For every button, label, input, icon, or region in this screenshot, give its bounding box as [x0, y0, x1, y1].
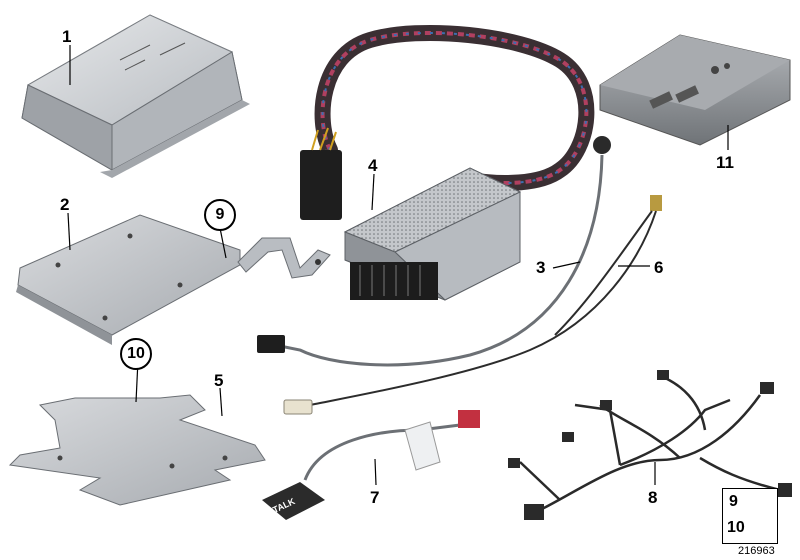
control-panel	[599, 34, 791, 146]
branch-harness	[519, 376, 781, 512]
legend-item-10: 10	[727, 519, 745, 536]
amplifier-module	[343, 167, 522, 301]
talk-button-assembly	[262, 410, 480, 520]
control-unit-box	[21, 14, 250, 178]
callout-11: 11	[716, 153, 734, 172]
callout-6: 6	[654, 258, 664, 277]
wiring-harness-loop	[300, 24, 595, 220]
mounting-plate	[16, 214, 241, 345]
formed-bracket	[8, 394, 266, 506]
leader-lines	[67, 45, 729, 486]
legend-item-9: 9	[729, 493, 738, 510]
microphone-cable	[257, 136, 611, 367]
y-adapter-cable	[283, 195, 662, 415]
diagram-id: 216963	[738, 545, 775, 557]
callout-3: 3	[536, 258, 546, 277]
callout-9-circled: 9	[204, 199, 236, 231]
callout-7: 7	[370, 488, 380, 507]
callout-8: 8	[648, 488, 658, 507]
harness-connector	[300, 150, 342, 220]
hardware-legend: 9 10	[722, 488, 778, 544]
cable-label-tag	[404, 421, 441, 471]
callout-10-circled: 10	[120, 338, 152, 370]
harness-plugs	[508, 370, 792, 520]
callout-4: 4	[368, 156, 378, 175]
callout-1: 1	[62, 27, 72, 46]
bent-bracket	[237, 237, 331, 279]
callout-2: 2	[60, 195, 70, 214]
callout-5: 5	[214, 371, 224, 390]
